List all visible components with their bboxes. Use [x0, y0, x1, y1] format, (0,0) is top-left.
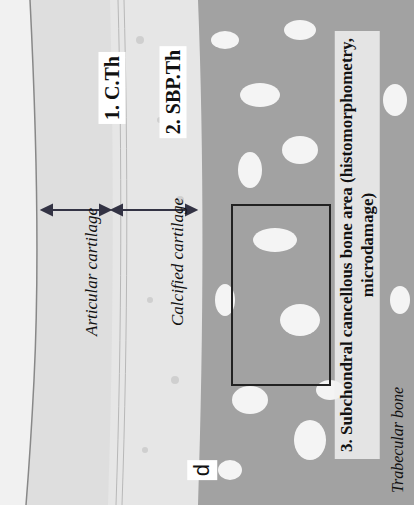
region-label: 3. Subchondral cancellous bone area (his… [335, 31, 380, 459]
measure-label: 2. SBP.Th [160, 46, 187, 138]
tissue-label: Calcified cartilage [166, 194, 189, 330]
measure-label: 1. C.Th [99, 52, 126, 124]
tissue-label: Trabecular bone [387, 383, 409, 497]
tissue-label: Articular cartilage [80, 204, 103, 340]
panel-letter: d [187, 460, 217, 480]
